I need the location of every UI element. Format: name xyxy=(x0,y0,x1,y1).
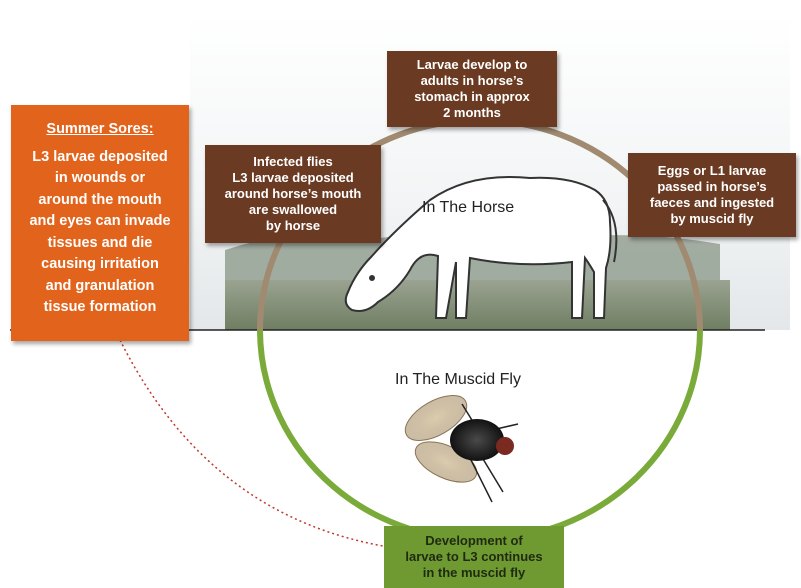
stage-stomach-line: Larvae develop to xyxy=(417,57,528,73)
summer-sores-line: and granulation xyxy=(46,276,155,298)
horse-label: In The Horse xyxy=(422,199,514,216)
stage-infected-line: are swallowed xyxy=(249,202,337,218)
stage-stomach-line: stomach in approx xyxy=(414,89,530,105)
stage-infected-line: by horse xyxy=(266,218,320,234)
stage-development-box: Development of larvae to L3 continues in… xyxy=(384,526,564,588)
summer-sores-line: L3 larvae deposited xyxy=(32,147,167,169)
summer-sores-line: around the mouth xyxy=(38,190,161,212)
grass-field xyxy=(225,280,730,330)
stage-eggs-line: passed in horse’s xyxy=(657,179,766,195)
stage-stomach-line: 2 months xyxy=(443,105,501,121)
summer-sores-line: and eyes can invade xyxy=(29,211,170,233)
stage-eggs-line: Eggs or L1 larvae xyxy=(658,163,766,179)
fly-icon xyxy=(398,386,518,502)
stage-infected-line: Infected flies xyxy=(253,154,332,170)
stage-infected-line: around horse’s mouth xyxy=(225,186,362,202)
summer-sores-line: in wounds or xyxy=(55,168,145,190)
summer-sores-box: Summer Sores: L3 larvae deposited in wou… xyxy=(11,105,189,341)
summer-sores-title: Summer Sores: xyxy=(46,119,153,141)
summer-sores-line: causing irritation xyxy=(41,254,159,276)
stage-development-line: Development of xyxy=(425,533,523,549)
fly-label: In The Muscid Fly xyxy=(395,371,521,388)
stage-eggs-line: by muscid fly xyxy=(670,211,753,227)
stage-eggs-line: faeces and ingested xyxy=(650,195,774,211)
stage-infected-line: L3 larvae deposited xyxy=(232,170,353,186)
summer-sores-connector xyxy=(120,340,395,548)
stage-stomach-box: Larvae develop to adults in horse’s stom… xyxy=(387,51,557,127)
stage-infected-box: Infected flies L3 larvae deposited aroun… xyxy=(205,145,381,243)
stage-development-line: in the muscid fly xyxy=(423,565,526,581)
stage-development-line: larvae to L3 continues xyxy=(405,549,542,565)
summer-sores-line: tissue formation xyxy=(44,297,157,319)
summer-sores-line: tissues and die xyxy=(48,233,153,255)
stage-eggs-box: Eggs or L1 larvae passed in horse’s faec… xyxy=(628,153,796,237)
stage-stomach-line: adults in horse’s xyxy=(421,73,524,89)
